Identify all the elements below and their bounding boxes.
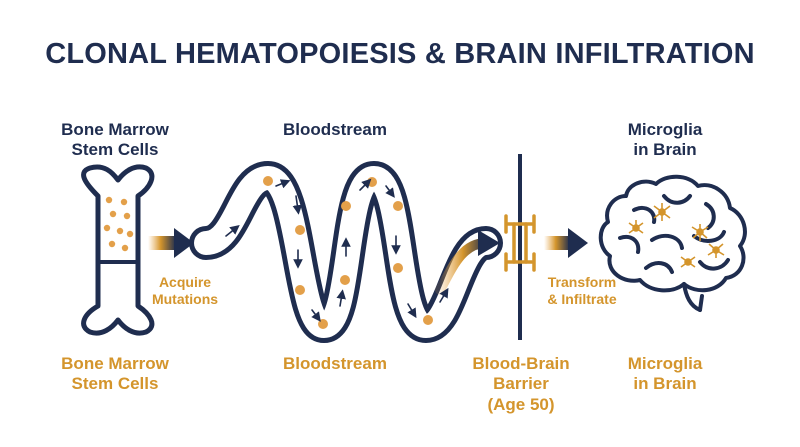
page-title: CLONAL HEMATOPOIESIS & BRAIN INFILTRATIO…: [45, 38, 755, 70]
top-label-marrow: Bone Marrow Stem Cells: [61, 120, 169, 160]
brain-icon: [598, 174, 747, 312]
bottom-label-barrier: Blood-Brain Barrier (Age 50): [472, 354, 570, 414]
bottom-label-bloodstream: Bloodstream: [283, 354, 387, 373]
arrow-right-icon: [544, 228, 588, 258]
top-label-bloodstream: Bloodstream: [283, 120, 387, 139]
microglia-cell-icon: [628, 203, 725, 268]
arrow-right-icon: [148, 228, 194, 258]
blood-vessel-icon: [189, 161, 503, 343]
bottom-label-marrow: Bone Marrow Stem Cells: [61, 354, 169, 394]
bone-icon: [81, 164, 155, 336]
top-label-microglia: Microglia in Brain: [627, 120, 703, 160]
label-transform-infiltrate: Transform & Infiltrate: [547, 274, 617, 307]
bottom-label-microglia: Microglia in Brain: [627, 354, 703, 394]
label-acquire-mutations: Acquire Mutations: [151, 274, 219, 307]
barrier-icon: [504, 154, 536, 340]
